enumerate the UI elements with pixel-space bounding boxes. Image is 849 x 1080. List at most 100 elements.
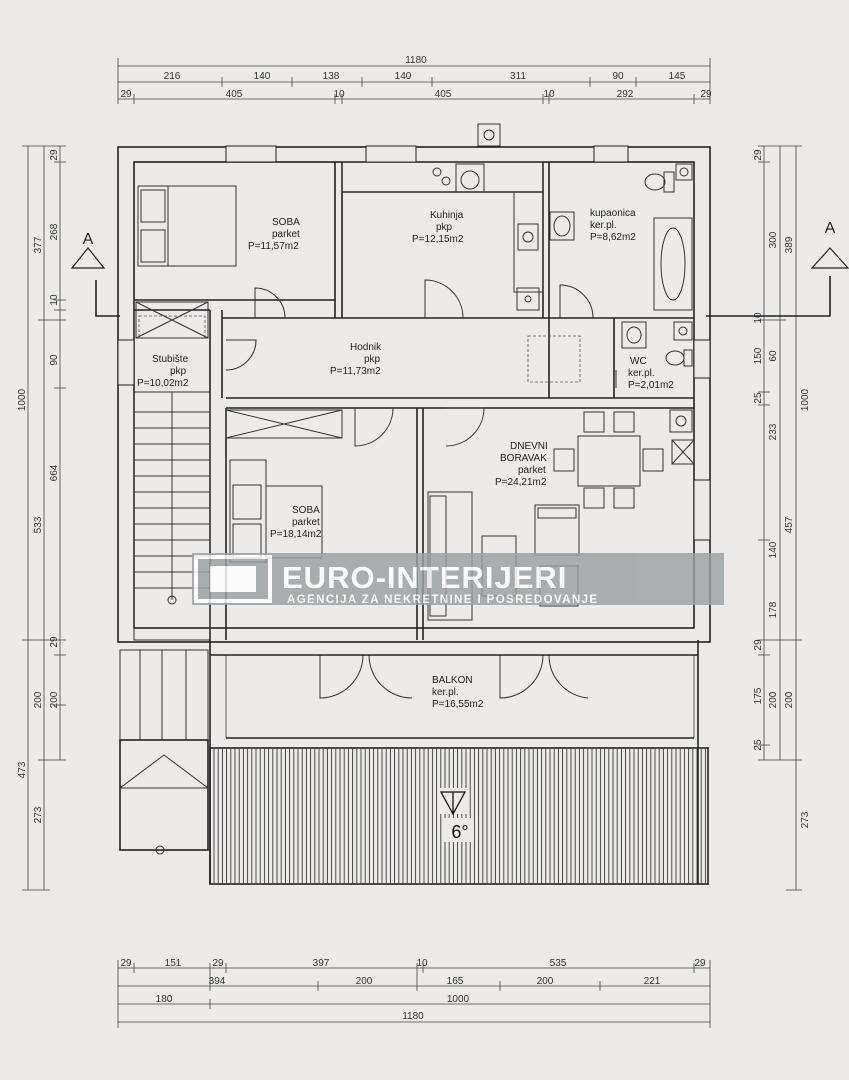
- dim-right-inner-2: 10: [753, 312, 764, 324]
- dim-top-r3-5: 292: [617, 89, 634, 100]
- svg-text:P=8,62m2: P=8,62m2: [590, 232, 636, 243]
- dim-right-mid-0: 389: [784, 236, 795, 253]
- svg-text:P=11,57m2: P=11,57m2: [248, 241, 299, 252]
- dim-top-r3-6: 29: [700, 89, 712, 100]
- room-label-kuhinja: Kuhinja pkp P=12,15m2: [412, 210, 464, 245]
- dining-table-icon: [553, 411, 664, 509]
- svg-text:Kuhinja: Kuhinja: [430, 210, 464, 221]
- dimensions-left: 1000 473 377 533 273 29 268 10 90 664 29…: [17, 145, 66, 891]
- dim-bot-r1-2: 29: [212, 958, 224, 969]
- dim-right-mid-2: 200: [784, 691, 795, 708]
- dim-left-inner-2: 10: [49, 294, 60, 306]
- dim-bot-r2-3: 200: [537, 976, 554, 987]
- svg-text:P=10,02m2: P=10,02m2: [137, 378, 189, 389]
- dim-top-r3-0: 29: [120, 89, 132, 100]
- dim-right-inner-0: 29: [753, 149, 764, 161]
- svg-text:pkp: pkp: [364, 354, 381, 365]
- dim-top-r2-6: 145: [669, 71, 686, 82]
- roof-slope-label: 6°: [451, 822, 468, 842]
- dim-top-r3-1: 405: [226, 89, 243, 100]
- dim-top-r3-3: 405: [435, 89, 452, 100]
- dim-top-r2-3: 140: [395, 71, 412, 82]
- dim-bot-r3-1: 1000: [447, 994, 470, 1005]
- svg-text:BORAVAK: BORAVAK: [500, 453, 547, 464]
- room-label-soba1: SOBA parket P=11,57m2: [248, 217, 300, 252]
- room-label-hodnik: Hodnik pkp P=11,73m2: [330, 342, 382, 377]
- room-label-kupaonica: kupaonica ker.pl. P=8,62m2: [590, 208, 636, 243]
- dim-bot-r3-0: 180: [156, 994, 173, 1005]
- dim-left-inner-1: 268: [49, 223, 60, 240]
- dim-bot-r2-1: 200: [356, 976, 373, 987]
- dim-bot-r1-0: 29: [120, 958, 132, 969]
- dim-right-inner-10: 175: [753, 687, 764, 704]
- section-mark-left: A: [70, 231, 120, 317]
- dim-right-inner-11: 200: [768, 691, 779, 708]
- dim-left-mid-0: 377: [33, 236, 44, 253]
- svg-text:SOBA: SOBA: [292, 505, 320, 516]
- dim-left-outer-0: 1000: [17, 388, 28, 411]
- svg-text:kupaonica: kupaonica: [590, 208, 636, 219]
- chimney-icon: [477, 123, 501, 147]
- bathtub-icon: [549, 163, 693, 311]
- svg-text:A: A: [825, 220, 836, 237]
- svg-text:P=16,55m2: P=16,55m2: [432, 699, 484, 710]
- svg-text:WC: WC: [630, 356, 647, 367]
- svg-text:DNEVNI: DNEVNI: [510, 441, 548, 452]
- section-mark-right: A: [706, 220, 849, 317]
- room-label-wc: WC ker.pl. P=2,01m2: [628, 356, 674, 391]
- room-label-soba2: SOBA parket P=18,14m2: [270, 505, 322, 540]
- dim-top-overall: 1180: [405, 55, 427, 66]
- svg-text:ker.pl.: ker.pl.: [628, 368, 655, 379]
- dimensions-top: 1180 216 140 138 140 311 90 145 29 405 1…: [117, 55, 712, 104]
- dim-bot-r2-4: 221: [644, 976, 661, 987]
- dim-bot-overall: 1180: [402, 1011, 424, 1022]
- dim-right-outer-0: 1000: [800, 388, 811, 411]
- wardrobe-icon: [135, 301, 343, 439]
- stairs-icon: [119, 391, 211, 855]
- dim-bot-r1-3: 397: [313, 958, 330, 969]
- svg-text:parket: parket: [292, 517, 320, 528]
- dim-right-inner-1: 300: [768, 231, 779, 248]
- svg-text:Stubište: Stubište: [152, 354, 189, 365]
- dim-top-r3-2: 10: [333, 89, 345, 100]
- dim-left-inner-4: 664: [49, 464, 60, 481]
- dim-left-outer-1: 473: [17, 761, 28, 778]
- svg-text:pkp: pkp: [170, 366, 187, 377]
- dim-left-inner-3: 90: [49, 354, 60, 366]
- svg-text:BALKON: BALKON: [432, 675, 473, 686]
- svg-text:parket: parket: [518, 465, 546, 476]
- stove-icon: [432, 163, 485, 193]
- dim-top-r2-2: 138: [323, 71, 340, 82]
- dim-top-r2-5: 90: [612, 71, 624, 82]
- dim-top-r2-4: 311: [510, 71, 526, 82]
- watermark: EURO-INTERIJERI AGENCIJA ZA NEKRETNINE I…: [192, 553, 724, 606]
- svg-text:pkp: pkp: [436, 222, 453, 233]
- svg-text:Hodnik: Hodnik: [350, 342, 382, 353]
- bed-1-icon: [137, 185, 237, 267]
- dim-top-r3-4: 10: [543, 89, 555, 100]
- svg-text:P=11,73m2: P=11,73m2: [330, 366, 381, 377]
- dim-bot-r2-0: 394: [209, 976, 226, 987]
- svg-text:P=12,15m2: P=12,15m2: [412, 234, 464, 245]
- room-label-balkon: BALKON ker.pl. P=16,55m2: [432, 675, 484, 710]
- dim-right-inner-9: 29: [753, 639, 764, 651]
- svg-text:A: A: [83, 231, 94, 248]
- dim-left-inner-0: 29: [49, 149, 60, 161]
- dim-right-inner-6: 233: [768, 423, 779, 440]
- watermark-name: EURO-INTERIJERI: [282, 560, 567, 595]
- agency-logo-icon: [194, 555, 272, 603]
- doors: [225, 279, 617, 699]
- dim-right-inner-7: 140: [768, 541, 779, 558]
- roof-slope-arrow-icon: [438, 788, 468, 816]
- sink-icon: [516, 223, 540, 311]
- dim-top-r2-0: 216: [164, 71, 181, 82]
- dim-right-inner-5: 25: [753, 392, 764, 404]
- dimensions-right: 1000 273 389 457 200 29 300 10 150 60 25…: [753, 145, 811, 891]
- dim-left-inner-5: 29: [49, 636, 60, 648]
- dim-bot-r2-2: 165: [447, 976, 464, 987]
- roof-tiles: [209, 747, 709, 885]
- dim-left-inner-6: 200: [33, 691, 44, 708]
- dim-left-mid-1: 533: [33, 516, 44, 533]
- svg-text:ker.pl.: ker.pl.: [590, 220, 617, 231]
